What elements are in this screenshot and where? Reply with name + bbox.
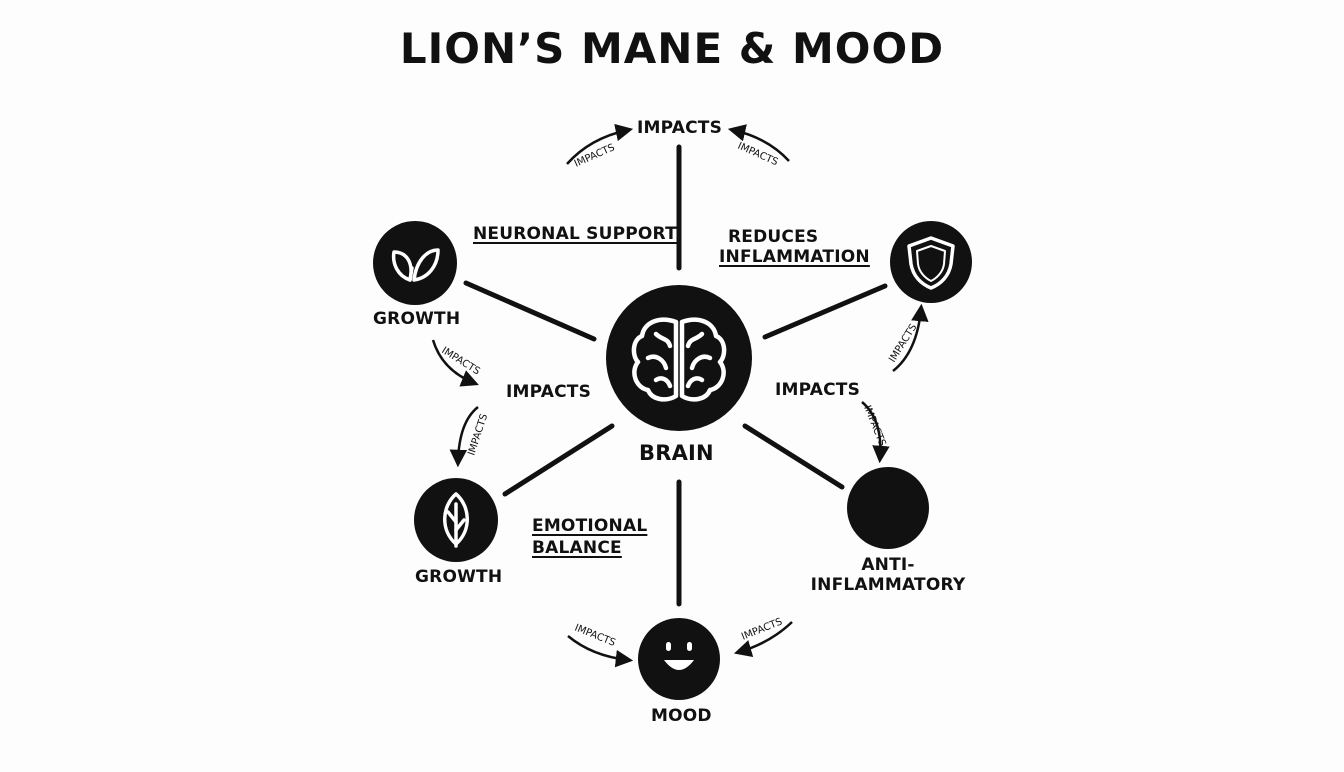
- impacts-left-label: IMPACTS: [506, 382, 592, 402]
- sprout-leaves-icon: [391, 248, 440, 282]
- growth-top-label: GROWTH: [373, 309, 461, 329]
- shield-node: [890, 221, 972, 303]
- mood-node: [638, 618, 720, 700]
- arrow-shield: [892, 303, 929, 372]
- impacts-right-label: IMPACTS: [775, 380, 861, 400]
- arrow-top-left: [566, 123, 634, 165]
- arrow-label-anti: IMPACTS: [861, 404, 887, 448]
- arrow-label-top-left: IMPACTS: [573, 142, 617, 170]
- growth-top-node: [373, 221, 457, 305]
- anti-label-line1: ANTI-: [861, 555, 915, 575]
- arrow-anti: [861, 401, 890, 464]
- neuronal-support-label: NEURONAL SUPPORT: [473, 224, 677, 244]
- connector-lines: [463, 144, 888, 607]
- arrow-label-growth-2: IMPACTS: [466, 413, 490, 457]
- reduces-label: REDUCES: [728, 227, 819, 247]
- growth-bottom-node: [414, 478, 498, 562]
- brain-label: BRAIN: [639, 441, 714, 465]
- anti-inflammatory-node: [847, 467, 929, 549]
- top-impacts-label: IMPACTS: [637, 118, 723, 138]
- filled-circle-icon: [847, 467, 929, 549]
- emotional-label: EMOTIONAL: [532, 516, 648, 536]
- arrow-mood-right: [733, 621, 793, 657]
- arrow-top-right: [727, 124, 790, 162]
- arrow-growth-2: [449, 406, 479, 468]
- arrow-label-mood-right: IMPACTS: [740, 616, 784, 642]
- arrow-growth-1: [431, 339, 479, 387]
- line-brain-growth-top: [463, 280, 597, 342]
- brain-node: [606, 285, 752, 431]
- line-brain-anti: [742, 423, 845, 490]
- leaf-icon: [443, 492, 469, 548]
- smiley-face-icon: [664, 642, 694, 670]
- anti-label-line2: INFLAMMATORY: [810, 575, 966, 595]
- arrow-label-growth-1: IMPACTS: [439, 345, 481, 377]
- shield-icon: [907, 236, 955, 290]
- arrow-mood-left: [567, 635, 634, 668]
- mood-label: MOOD: [651, 706, 712, 726]
- growth-bottom-label: GROWTH: [415, 567, 503, 587]
- line-brain-shield: [762, 283, 888, 340]
- inflammation-label: INFLAMMATION: [719, 247, 870, 267]
- balance-label: BALANCE: [532, 538, 622, 558]
- brain-icon: [631, 317, 727, 402]
- arrow-label-top-right: IMPACTS: [736, 141, 780, 169]
- curved-arrows: [431, 123, 929, 668]
- page-title: LION’S MANE & MOOD: [399, 24, 945, 73]
- line-brain-growth-bottom: [502, 423, 615, 497]
- arrow-label-shield: IMPACTS: [887, 322, 919, 364]
